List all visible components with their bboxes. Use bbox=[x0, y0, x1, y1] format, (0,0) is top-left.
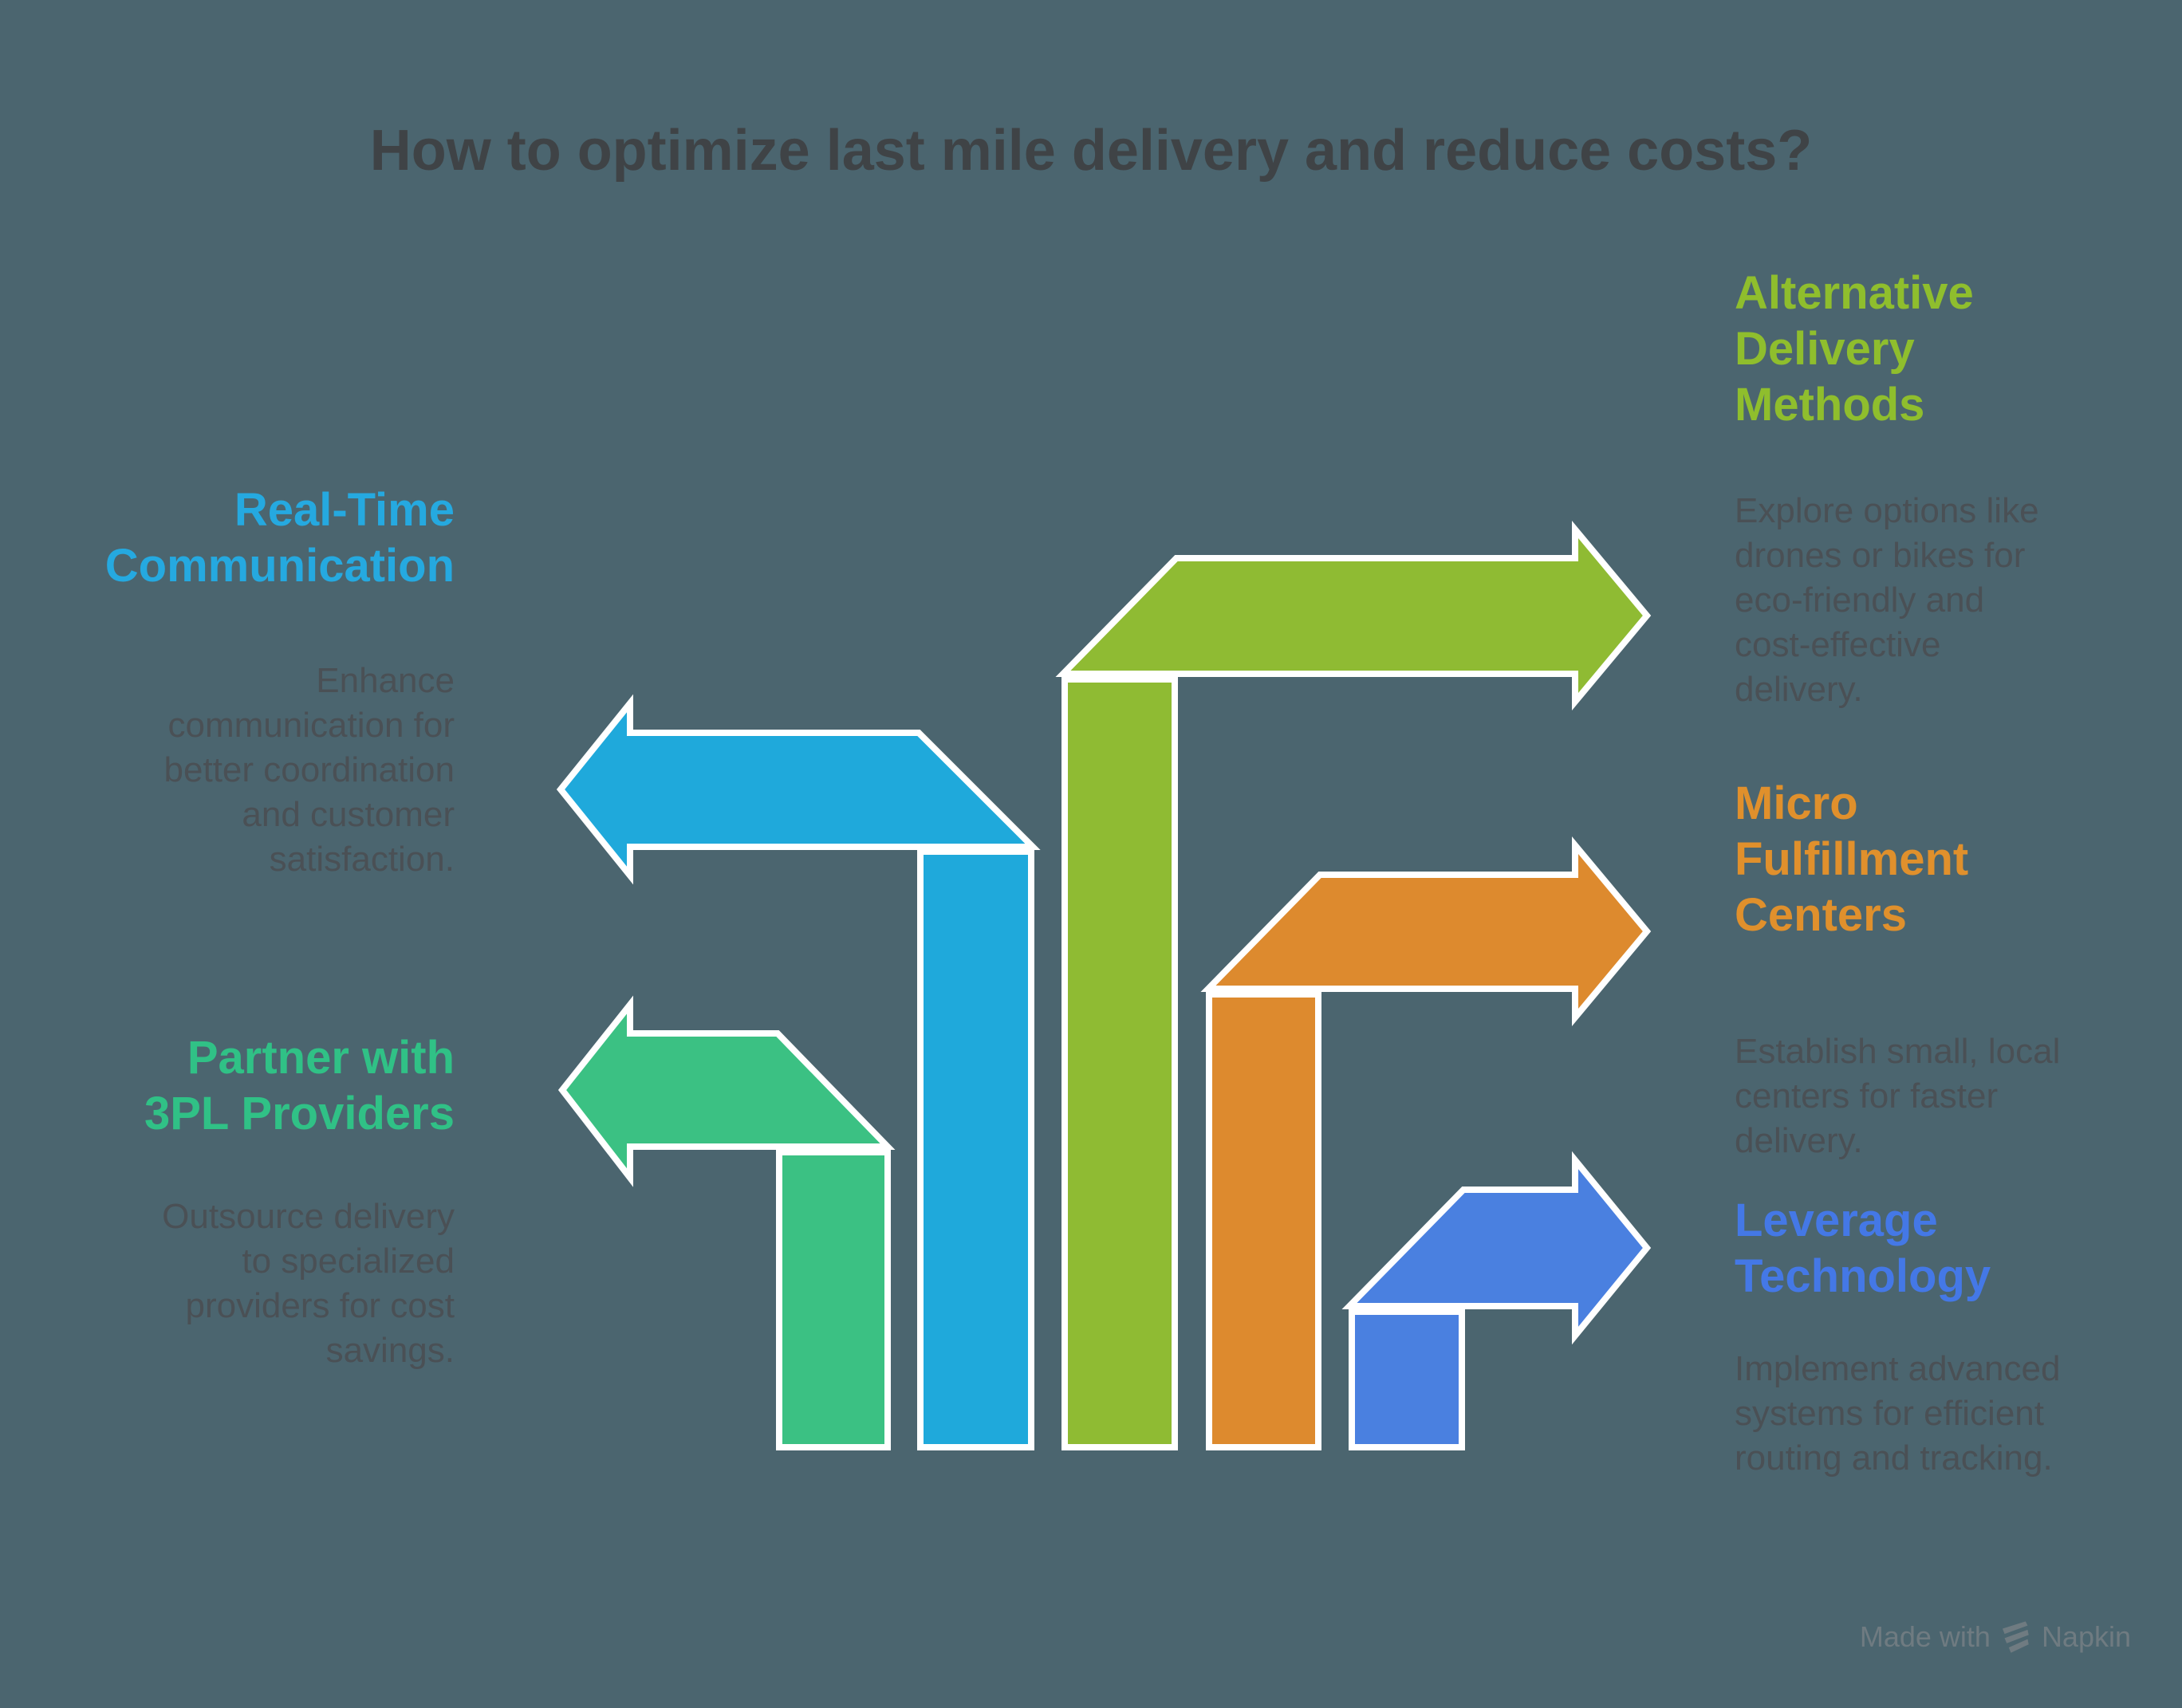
arrow-alternative-delivery-methods bbox=[1055, 520, 1652, 1450]
made-with-napkin-credit: Made with Napkin bbox=[1860, 1620, 2131, 1654]
section-heading-real-time-communication: Real-Time Communication bbox=[104, 484, 455, 592]
made-with-label: Made with bbox=[1859, 1620, 1991, 1653]
arrow-alternative-band bbox=[1055, 520, 1652, 711]
section-description-micro-fulfillment-centers: Establish small, local centers for faste… bbox=[1735, 1032, 2061, 1160]
arrow-real-time-communication bbox=[556, 694, 1041, 1450]
arrow-leverage-band bbox=[1341, 1151, 1652, 1345]
section-heading-leverage-technology: Leverage Technology bbox=[1735, 1194, 1991, 1302]
arrow-leverage-column bbox=[1349, 1309, 1465, 1450]
napkin-brand-label: Napkin bbox=[2041, 1620, 2131, 1653]
arrow-partner-3pl-providers bbox=[557, 995, 896, 1450]
arrow-micro-fulfillment-centers bbox=[1200, 836, 1652, 1450]
page-title: How to optimize last mile delivery and r… bbox=[369, 119, 1813, 183]
section-description-alternative-delivery-methods: Explore options like drones or bikes for… bbox=[1735, 491, 2039, 709]
section-description-real-time-communication: Enhance communication for better coordin… bbox=[163, 661, 455, 879]
arrow-partner-column bbox=[776, 1149, 891, 1450]
arrow-real-time-column bbox=[917, 848, 1034, 1450]
arrow-real-time-band bbox=[556, 694, 1041, 885]
section-description-partner-3pl-providers: Outsource delivery to specialized provid… bbox=[162, 1197, 455, 1370]
napkin-logo-icon bbox=[2002, 1621, 2029, 1653]
section-description-leverage-technology: Implement advanced systems for efficient… bbox=[1735, 1349, 2061, 1478]
arrow-micro-column bbox=[1206, 991, 1321, 1450]
arrow-alternative-column bbox=[1061, 676, 1178, 1450]
section-heading-alternative-delivery-methods: Alternative Delivery Methods bbox=[1735, 267, 1974, 431]
arrow-leverage-technology bbox=[1341, 1151, 1652, 1450]
arrow-micro-band bbox=[1200, 836, 1652, 1027]
section-heading-partner-3pl-providers: Partner with 3PL Providers bbox=[144, 1032, 455, 1139]
section-heading-micro-fulfillment-centers: Micro Fulfillment Centers bbox=[1735, 777, 1969, 941]
arrow-partner-band bbox=[557, 995, 896, 1187]
